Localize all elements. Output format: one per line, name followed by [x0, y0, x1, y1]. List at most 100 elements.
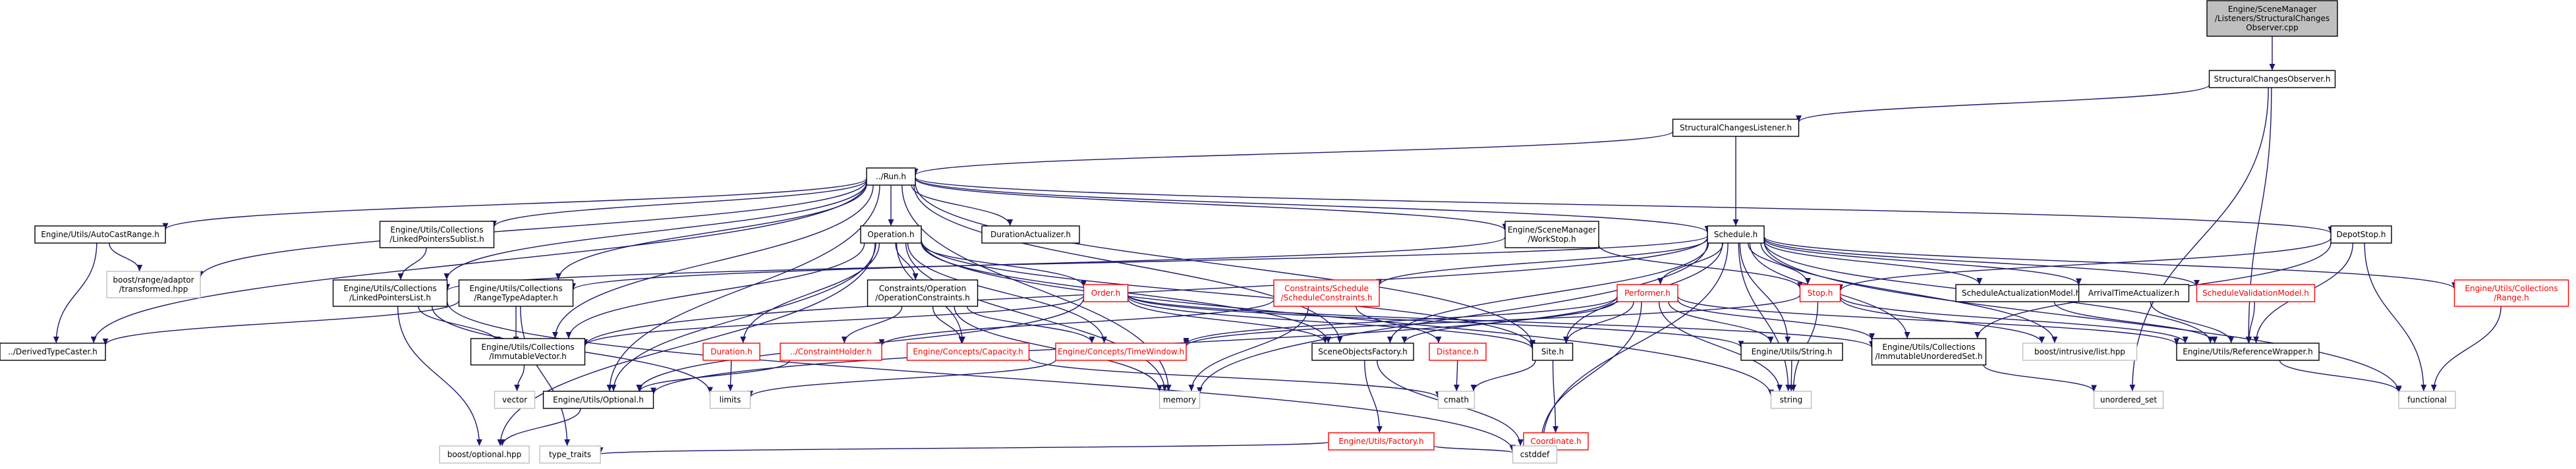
node-lplist[interactable]: Engine/Utils/Collections/LinkedPointersL… — [332, 279, 448, 307]
node-derived[interactable]: ../DerivedTypeCaster.h — [0, 343, 106, 361]
node-string: string — [1770, 391, 1812, 409]
node-label: Engine/Concepts/TimeWindow.h — [1058, 347, 1184, 356]
node-box — [332, 279, 448, 307]
node-box — [494, 391, 536, 409]
node-stop[interactable]: Stop.h — [1799, 284, 1841, 302]
node-label: ScheduleValidationModel.h — [2202, 289, 2309, 298]
node-cmath: cmath — [1437, 391, 1475, 409]
edge-sched-to-ata — [1763, 238, 2082, 285]
edge-ata-to-refw — [2150, 301, 2235, 344]
node-box — [2176, 343, 2320, 361]
node-site[interactable]: Site.h — [1531, 343, 1574, 361]
node-refw[interactable]: Engine/Utils/ReferenceWrapper.h — [2176, 343, 2320, 361]
edge-lpsub-to-lplist — [397, 247, 427, 281]
edge-perf-to-refw — [1677, 296, 2180, 345]
node-box — [860, 225, 922, 244]
node-label: StructuralChangesListener.h — [1680, 123, 1792, 132]
node-box — [470, 338, 586, 366]
node-opt[interactable]: Engine/Utils/Optional.h — [542, 391, 654, 409]
node-bil: boost/intrusive/list.hpp — [2022, 343, 2138, 361]
node-label: cstddef — [1520, 450, 1550, 459]
node-box — [1512, 445, 1558, 464]
edge-lplist-to-cstddef — [446, 301, 1516, 452]
node-root[interactable]: Engine/SceneManager/Listeners/Structural… — [2206, 0, 2338, 37]
node-box — [34, 225, 166, 244]
node-label: DepotStop.h — [2337, 230, 2386, 239]
edge-run-to-rtadapt — [555, 184, 867, 281]
node-run[interactable]: ../Run.h — [866, 167, 916, 186]
node-box — [1617, 284, 1678, 302]
edge-stop-to-refw — [1839, 295, 2189, 344]
node-label: /LinkedPointersList.h — [349, 293, 431, 302]
node-label: string — [1780, 395, 1802, 404]
node-label: Engine/Utils/Collections — [2465, 284, 2558, 293]
node-perf[interactable]: Performer.h — [1617, 284, 1678, 302]
node-cstddef: cstddef — [1512, 445, 1558, 464]
node-depot[interactable]: DepotStop.h — [2330, 225, 2392, 244]
node-opcons[interactable]: Constraints/Operation/OperationConstrain… — [867, 279, 979, 307]
edge-run-to-aucr — [162, 178, 867, 231]
node-box — [1740, 343, 1843, 361]
edge-run-to-lplist — [444, 182, 867, 281]
node-consth[interactable]: ../ConstraintHolder.h — [780, 343, 882, 361]
node-scl[interactable]: StructuralChangesListener.h — [1672, 119, 1800, 137]
edge-run-to-sched — [915, 177, 1711, 233]
node-factory[interactable]: Engine/Utils/Factory.h — [1328, 432, 1435, 451]
node-label: /LinkedPointersSublist.h — [389, 234, 484, 244]
node-durh[interactable]: Duration.h — [702, 343, 760, 361]
node-sam[interactable]: ScheduleActualizationModel.h — [1955, 284, 2087, 302]
edge-scl-to-run — [912, 130, 1674, 176]
node-rtadapt[interactable]: Engine/Utils/Collections/RangeTypeAdapte… — [458, 279, 574, 307]
edge-opcons-to-cap — [932, 306, 965, 344]
node-sof[interactable]: SceneObjectsFactory.h — [1311, 343, 1414, 361]
node-ata[interactable]: ArrivalTimeActualizer.h — [2078, 284, 2190, 302]
edge-order-to-immvec — [582, 295, 1085, 346]
edge-oper-to-tw — [907, 242, 1107, 344]
node-dist[interactable]: Distance.h — [1429, 343, 1487, 361]
edge-stop-to-bil — [1839, 297, 2045, 344]
node-box — [702, 343, 760, 361]
node-aucr[interactable]: Engine/Utils/AutoCastRange.h — [34, 225, 166, 244]
edge-run-to-duract — [911, 184, 1014, 227]
edge-sched-to-bil — [1760, 242, 2058, 344]
node-label: StructuralChangesObserver.h — [2214, 74, 2331, 84]
node-wstop[interactable]: Engine/SceneManager/WorkStop.h — [1504, 221, 1599, 248]
edge-lplist-to-iterator — [418, 306, 501, 344]
node-label: Performer.h — [1624, 289, 1671, 298]
edge-rtadapt-to-typetraits — [519, 306, 571, 447]
edge-sched-to-memory — [1197, 242, 1708, 394]
node-tw[interactable]: Engine/Concepts/TimeWindow.h — [1055, 343, 1187, 361]
node-range[interactable]: Engine/Utils/Collections/Range.h — [2453, 279, 2569, 307]
node-box — [709, 391, 751, 409]
node-box — [1311, 343, 1414, 361]
node-lpsub[interactable]: Engine/Utils/Collections/LinkedPointersS… — [379, 221, 495, 248]
node-boostrange: boost/range/adaptor/transformed.hpp — [106, 271, 201, 298]
edge-perf-to-str — [1668, 301, 1774, 344]
node-box — [2078, 284, 2190, 302]
edge-depot-to-stop — [1837, 237, 2332, 291]
edge-sco-to-unset — [2129, 87, 2269, 392]
node-label: memory — [1163, 395, 1196, 404]
node-cap[interactable]: Engine/Concepts/Capacity.h — [906, 343, 1030, 361]
node-label: Engine/Utils/Factory.h — [1338, 437, 1423, 446]
node-box — [1429, 343, 1487, 361]
node-box — [1504, 221, 1599, 248]
node-ius[interactable]: Engine/Utils/Collections/ImmutableUnorde… — [1871, 338, 1987, 366]
node-label: Engine/SceneManager — [2228, 5, 2316, 14]
edge-run-to-depot — [915, 177, 2333, 234]
node-order[interactable]: Order.h — [1083, 284, 1129, 302]
node-limits: limits — [709, 391, 751, 409]
node-schcons[interactable]: Constraints/Schedule/ScheduleConstraints… — [1273, 279, 1380, 307]
node-label: functional — [2407, 395, 2447, 404]
node-duract[interactable]: DurationActualizer.h — [981, 225, 1080, 244]
node-str[interactable]: Engine/Utils/String.h — [1740, 343, 1843, 361]
node-label: Engine/Utils/Optional.h — [553, 395, 644, 404]
node-label: unordered_set — [2100, 395, 2158, 404]
node-svm[interactable]: ScheduleValidationModel.h — [2196, 284, 2316, 302]
node-box — [439, 445, 530, 464]
node-sched[interactable]: Schedule.h — [1707, 225, 1765, 244]
node-immvec[interactable]: Engine/Utils/Collections/ImmutableVector… — [470, 338, 586, 366]
node-oper[interactable]: Operation.h — [860, 225, 922, 244]
node-sco[interactable]: StructuralChangesObserver.h — [2208, 70, 2336, 88]
node-box — [1770, 391, 1812, 409]
